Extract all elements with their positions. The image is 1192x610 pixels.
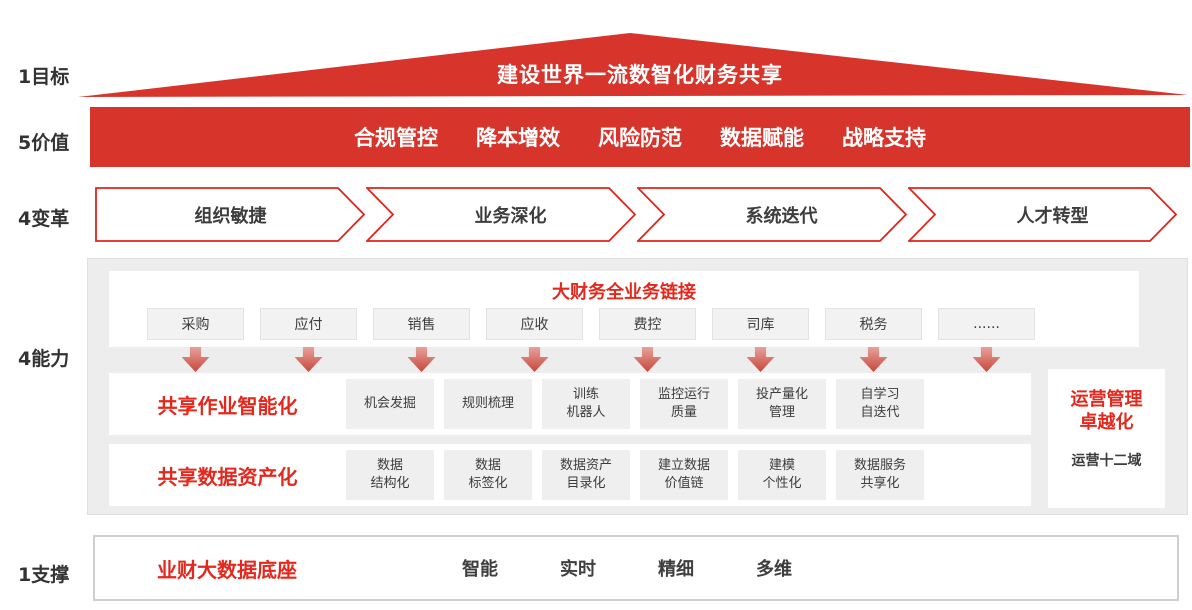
down-arrow-cell: [147, 347, 244, 372]
chevron-icon: [95, 187, 366, 242]
capability-item: 建立数据 价值链: [640, 450, 728, 500]
down-arrow-cell: [938, 347, 1035, 372]
domain-box: 销售: [373, 308, 470, 340]
down-arrow-icon: [746, 347, 775, 372]
goal-roof-shape: [78, 33, 1188, 97]
chevron-icon: [637, 187, 908, 242]
support-items: 智能 实时 精细 多维: [462, 555, 792, 581]
domain-box: 司库: [712, 308, 809, 340]
row-label-value: 5价值: [18, 132, 70, 154]
domain-box: 应收: [486, 308, 583, 340]
row-label-capability: 4能力: [18, 348, 70, 370]
capability-item: 数据资产 目录化: [542, 450, 630, 500]
down-arrow-icon: [181, 347, 210, 372]
value-item: 合规管控: [354, 126, 438, 150]
value-item: 战略支持: [842, 126, 926, 150]
value-item: 降本增效: [476, 126, 560, 150]
down-arrow-icon: [520, 347, 549, 372]
chevron-arrow-shape: 业务深化: [366, 187, 637, 242]
change-arrow-row: 组织敏捷 业务深化 系统迭代 人才转型: [95, 187, 1179, 242]
capability-item: 机会发掘: [346, 379, 434, 429]
down-arrow-cell: [712, 347, 809, 372]
down-arrow-cell: [486, 347, 583, 372]
domain-box: 应付: [260, 308, 357, 340]
capability-item: 数据 结构化: [346, 450, 434, 500]
value-bar: 合规管控 降本增效 风险防范 数据赋能 战略支持: [90, 107, 1190, 167]
support-item: 多维: [756, 559, 792, 580]
operation-excellence-box: 运营管理 卓越化 运营十二域: [1048, 369, 1165, 508]
support-item: 精细: [658, 559, 694, 580]
goal-title: 建设世界一流数智化财务共享: [497, 63, 783, 87]
capability-item: 投产量化 管理: [738, 379, 826, 429]
down-arrow-cell: [373, 347, 470, 372]
chevron-arrow-shape: 组织敏捷: [95, 187, 366, 242]
domain-box: 税务: [825, 308, 922, 340]
support-item: 智能: [462, 559, 498, 580]
smart-ops-row: 共享作业智能化 机会发掘 规则梳理 训练 机器人 监控运行 质量 投产量化 管理…: [109, 373, 1031, 435]
change-item-label: 人才转型: [1016, 205, 1089, 227]
row-label-change: 4变革: [18, 208, 70, 230]
operation-excellence-title: 运营管理 卓越化: [1070, 389, 1143, 433]
down-arrow-icon: [859, 347, 888, 372]
capability-item: 自学习 自迭代: [836, 379, 924, 429]
domain-box: 费控: [599, 308, 696, 340]
change-item-label: 组织敏捷: [194, 205, 267, 227]
down-arrow-cell: [599, 347, 696, 372]
support-title: 业财大数据底座: [157, 557, 297, 582]
down-arrow-icon: [972, 347, 1001, 372]
domain-box: ......: [938, 308, 1035, 340]
capability-item: 训练 机器人: [542, 379, 630, 429]
business-domain-row: 采购 应付 销售 应收 费控 司库 税务 ......: [147, 308, 1035, 340]
chevron-arrow-shape: 人才转型: [908, 187, 1179, 242]
change-item-label: 业务深化: [474, 205, 547, 227]
capability-panel: 大财务全业务链接 采购 应付 销售 应收 费控 司库 税务 ...... 共: [87, 258, 1188, 515]
chevron-icon: [908, 187, 1178, 242]
business-link-title: 大财务全业务链接: [552, 282, 696, 303]
data-asset-row: 共享数据资产化 数据 结构化 数据 标签化 数据资产 目录化 建立数据 价值链 …: [109, 444, 1031, 506]
smart-ops-title: 共享作业智能化: [157, 393, 298, 418]
support-item: 实时: [560, 559, 596, 580]
value-item: 风险防范: [598, 126, 682, 150]
capability-item: 建模 个性化: [738, 450, 826, 500]
down-arrow-row: [147, 347, 1035, 372]
business-link-panel: 大财务全业务链接 采购 应付 销售 应收 费控 司库 税务 ......: [109, 271, 1139, 347]
row-label-support: 1支撑: [18, 564, 70, 586]
down-arrow-icon: [633, 347, 662, 372]
capability-item: 规则梳理: [444, 379, 532, 429]
support-bar: 业财大数据底座 智能 实时 精细 多维: [93, 535, 1179, 601]
change-item-label: 系统迭代: [745, 205, 818, 227]
capability-item: 数据服务 共享化: [836, 450, 924, 500]
down-arrow-icon: [407, 347, 436, 372]
down-arrow-cell: [825, 347, 922, 372]
domain-box: 采购: [147, 308, 244, 340]
data-asset-items: 数据 结构化 数据 标签化 数据资产 目录化 建立数据 价值链 建模 个性化 数…: [346, 450, 924, 500]
capability-item: 监控运行 质量: [640, 379, 728, 429]
value-item: 数据赋能: [720, 126, 804, 150]
down-arrow-cell: [260, 347, 357, 372]
operation-domains-label: 运营十二域: [1071, 453, 1142, 469]
smart-ops-items: 机会发掘 规则梳理 训练 机器人 监控运行 质量 投产量化 管理 自学习 自迭代: [346, 379, 924, 429]
chevron-arrow-shape: 系统迭代: [637, 187, 908, 242]
capability-item: 数据 标签化: [444, 450, 532, 500]
down-arrow-icon: [294, 347, 323, 372]
chevron-icon: [366, 187, 637, 242]
data-asset-title: 共享数据资产化: [157, 464, 298, 489]
row-label-goal: 1目标: [18, 66, 70, 88]
